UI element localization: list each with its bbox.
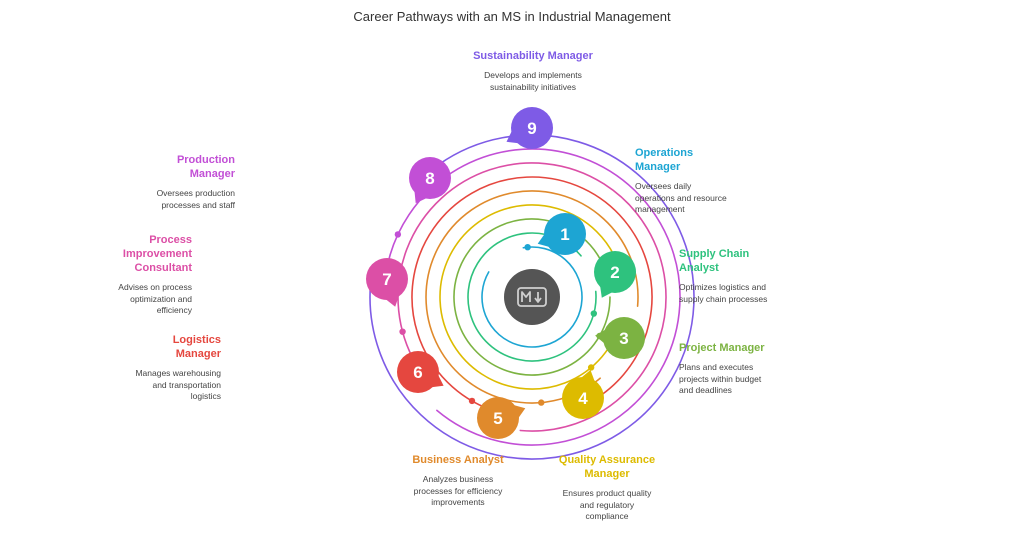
career-title: Logistics Manager: [172, 334, 221, 360]
marker-1: 1: [537, 213, 586, 255]
marker-6: 6: [397, 351, 444, 393]
orbit-ring-2: [467, 232, 597, 362]
ring-dot-4: [587, 364, 595, 371]
ring-dot-7: [399, 328, 406, 335]
orbit-ring-6: [411, 176, 653, 411]
marker-2: 2: [594, 251, 636, 298]
marker-9: 9: [506, 107, 553, 149]
career-description: Plans and executes projects within budge…: [679, 362, 762, 395]
marker-4: 4: [562, 370, 604, 419]
orbit-ring-9: [369, 134, 695, 460]
marker-5: 5: [477, 397, 526, 439]
marker-number: 8: [425, 169, 434, 188]
career-title: Project Manager: [679, 342, 765, 354]
career-title: Business Analyst: [412, 454, 504, 466]
marker-number: 1: [560, 225, 569, 244]
ring-dot-2: [590, 310, 598, 317]
career-title: Operations Manager: [635, 147, 694, 173]
marker-number: 9: [527, 119, 536, 138]
career-description: Ensures product quality and regulatory c…: [562, 488, 652, 521]
marker-number: 5: [493, 409, 502, 428]
marker-7: 7: [366, 258, 408, 307]
career-title: Supply Chain Analyst: [679, 248, 750, 274]
ring-dot-6: [468, 397, 476, 405]
career-title: Sustainability Manager: [473, 50, 593, 62]
career-title: Production Manager: [176, 154, 235, 180]
career-description: Oversees production processes and staff: [156, 188, 235, 210]
markdown-icon: [517, 287, 547, 307]
orbit-ring-5: [425, 190, 639, 404]
orbit-ring-1: [481, 246, 583, 348]
ring-dot-1: [524, 243, 531, 251]
marker-number: 4: [578, 389, 588, 408]
career-title: Process Improvement Consultant: [122, 234, 192, 274]
ring-dot-5: [538, 399, 545, 406]
career-description: Optimizes logistics and supply chain pro…: [679, 282, 768, 304]
marker-number: 2: [610, 263, 619, 282]
number-markers: 1 2 3 4 5 6 7 8 9: [366, 107, 645, 439]
diagram-title: Career Pathways with an MS in Industrial…: [353, 9, 671, 24]
career-title: Quality Assurance Manager: [558, 454, 656, 480]
marker-number: 3: [619, 329, 628, 348]
career-description: Develops and implements sustainability i…: [484, 70, 582, 92]
marker-3: 3: [595, 317, 645, 359]
marker-number: 6: [413, 363, 422, 382]
marker-number: 7: [382, 270, 391, 289]
ring-dot-8: [394, 231, 402, 238]
career-description: Advises on process optimization and effi…: [118, 282, 192, 315]
orbit-ring-4: [439, 204, 622, 390]
marker-8: 8: [409, 157, 451, 204]
career-description: Oversees daily operations and resource m…: [635, 181, 727, 214]
orbit-ring-8: [385, 148, 681, 446]
career-description: Analyzes business processes for efficien…: [413, 474, 503, 507]
career-description: Manages warehousing and transportation l…: [135, 368, 221, 401]
orbit-ring-7: [397, 162, 667, 432]
center-hub: [504, 269, 560, 325]
